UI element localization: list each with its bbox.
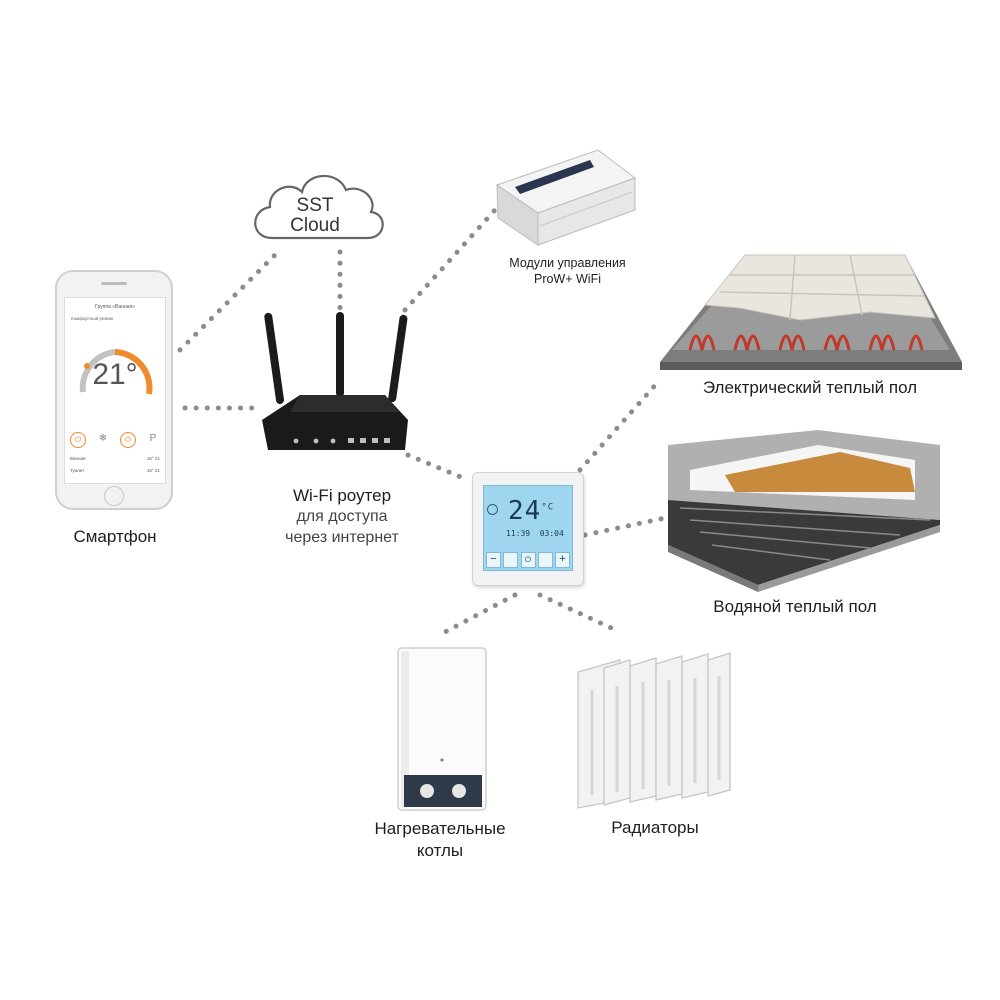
room1-name: Ванная [70, 456, 86, 461]
link-thermostat-boiler [442, 592, 518, 635]
link-thermostat-electric [577, 379, 661, 473]
power-button[interactable]: ⏻ [520, 552, 536, 568]
router-title: Wi-Fi роутер [292, 486, 392, 505]
room1-val-b: 21 [154, 456, 160, 461]
power-icon[interactable]: ⏻ [70, 432, 86, 448]
timer-icon[interactable]: ⏻ [120, 432, 136, 448]
plus-button[interactable]: + [555, 552, 570, 568]
screen-controls: ⏻ ❄ ⏻ P [70, 432, 160, 448]
thermostat: 24°C 11:39 03:04 − ⏻ + [472, 472, 584, 586]
radiators-label: Радиаторы [611, 818, 699, 837]
boiler-label: Нагревательные котлы [350, 818, 530, 862]
smartphone-label: Смартфон [73, 527, 157, 546]
modules-line2: ProW+ WiFi [533, 272, 601, 286]
link-thermostat-radiator [537, 592, 623, 635]
boiler-line2: котлы [416, 841, 464, 860]
phone-screen: Группа «Ванная» Комфортный режим 21° ⏻ ❄… [64, 297, 166, 484]
snowflake-icon[interactable]: ❄ [98, 433, 108, 444]
router-label: Wi-Fi роутер для доступа через интернет [262, 486, 422, 548]
thermostat-buttons: − ⏻ + [486, 552, 570, 568]
cloud-line2: Cloud [290, 215, 340, 236]
minus-button[interactable]: − [486, 552, 501, 568]
phone-speaker [101, 282, 127, 285]
home-button[interactable] [104, 486, 124, 506]
menu-button[interactable] [537, 552, 553, 568]
boiler-line1: Нагревательные [374, 819, 506, 838]
room-row-2[interactable]: Туалет 15° 21 [70, 468, 160, 473]
cloud-line1: SST [296, 195, 334, 216]
screen-header: Группа «Ванная» [95, 304, 135, 310]
room1-val-a: 15° [146, 456, 154, 461]
thermostat-time-row: 11:39 03:04 [506, 529, 564, 538]
clock-icon [487, 504, 498, 515]
link-router-modules [402, 207, 498, 313]
thermostat-temp: 24°C [508, 496, 554, 526]
thermostat-date: 03:04 [539, 529, 564, 538]
link-thermostat-water [582, 515, 668, 538]
temperature-dial [79, 349, 153, 395]
room-row-1[interactable]: Ванная 15° 21 [70, 456, 160, 461]
parking-icon[interactable]: P [149, 433, 157, 444]
cloud-label: SST Cloud [280, 196, 350, 236]
link-router-thermostat [405, 452, 471, 483]
router-sub2: через интернет [285, 529, 399, 546]
water-floor-label: Водяной теплый пол [713, 597, 877, 616]
link-phone-cloud [177, 252, 278, 353]
thermostat-temp-value: 24 [508, 496, 542, 526]
thermostat-temp-unit: °C [541, 502, 555, 513]
modules-label: Модули управления ProW+ WiFi [480, 255, 655, 287]
room2-name: Туалет [70, 468, 85, 473]
modules-line1: Модули управления [509, 256, 626, 270]
thermostat-screen: 24°C 11:39 03:04 − ⏻ + [483, 485, 573, 571]
screen-mode: Комфортный режим [71, 316, 113, 321]
mode-button[interactable] [503, 552, 519, 568]
electric-floor-label: Электрический теплый пол [702, 378, 918, 397]
router-sub1: для доступа [296, 508, 388, 525]
room2-val-c: 15° [146, 468, 154, 473]
room2-val-d: 21 [154, 468, 160, 473]
screen-temperature: 21° [92, 358, 138, 391]
thermostat-time: 11:39 [506, 529, 531, 538]
smartphone: Группа «Ванная» Комфортный режим 21° ⏻ ❄… [55, 270, 173, 510]
